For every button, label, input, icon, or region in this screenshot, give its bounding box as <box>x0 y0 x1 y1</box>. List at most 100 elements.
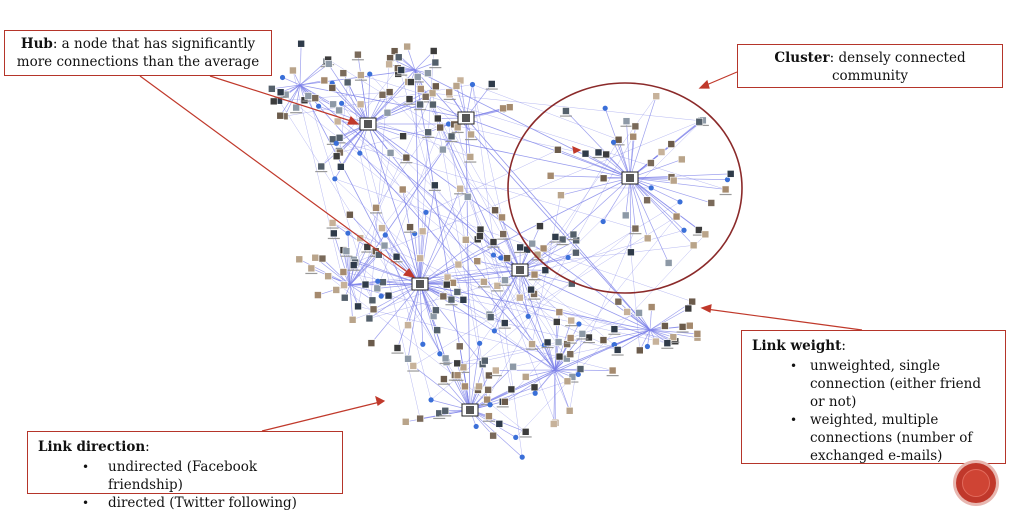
network-edge-299 <box>614 328 651 331</box>
network-node-212 <box>516 243 524 252</box>
network-node-label-178 <box>451 131 464 134</box>
network-node-278 <box>576 365 585 373</box>
network-node-103 <box>530 270 539 279</box>
network-node-334 <box>292 103 300 112</box>
network-node-331 <box>329 100 337 109</box>
network-edge-408 <box>533 293 668 344</box>
page-badge-inner <box>962 469 990 497</box>
network-node-70 <box>610 139 617 145</box>
network-edge-364 <box>630 252 641 351</box>
network-node-label-388 <box>667 341 680 343</box>
network-edge-331 <box>299 84 467 119</box>
link-weight-item-2: weighted, multiple connections (number o… <box>810 412 973 464</box>
network-edge-432 <box>384 245 568 382</box>
network-node-66 <box>594 148 603 157</box>
network-edge-358 <box>434 185 529 317</box>
network-node-86 <box>599 174 608 183</box>
network-node-label-329 <box>302 100 315 102</box>
network-node-label-42 <box>403 103 416 105</box>
network-node-label-200 <box>531 259 544 261</box>
network-edge-425 <box>448 123 488 400</box>
network-node-58 <box>557 191 565 199</box>
network-node-74 <box>672 212 681 221</box>
cluster-term: Cluster <box>774 50 830 66</box>
network-node-267 <box>568 373 577 381</box>
network-edge-313 <box>649 308 689 331</box>
hub-arrow-mid-head <box>402 267 416 278</box>
network-node-384 <box>685 321 694 330</box>
network-node-4 <box>332 176 338 182</box>
network-edge-227 <box>495 369 556 371</box>
network-node-356 <box>311 253 320 262</box>
network-edge-246 <box>406 46 416 71</box>
network-node-label-335 <box>290 112 303 114</box>
network-node-370 <box>354 302 362 311</box>
network-edge-355 <box>588 228 636 338</box>
network-node-255 <box>409 362 418 370</box>
network-node-label-246 <box>433 417 446 420</box>
network-node-294 <box>543 338 552 347</box>
network-edge-319 <box>367 123 556 371</box>
network-node-341 <box>324 60 333 68</box>
network-edge-98 <box>384 234 421 285</box>
network-node-187 <box>473 257 482 265</box>
list-item: •undirected (Facebook friendship) <box>38 458 332 494</box>
network-node-372 <box>384 291 393 300</box>
network-node-55 <box>643 196 651 205</box>
network-node-label-31 <box>333 142 346 144</box>
network-node-label-136 <box>326 227 339 229</box>
network-node-151 <box>437 351 443 357</box>
network-edge-420 <box>332 222 618 351</box>
network-edge-309 <box>647 329 651 347</box>
network-node-label-263 <box>437 383 450 385</box>
network-node-376 <box>636 346 644 355</box>
network-edge-339 <box>414 69 471 411</box>
network-node-363 <box>318 254 327 263</box>
network-node-75 <box>724 177 731 183</box>
network-node-398 <box>661 322 669 330</box>
network-node-180 <box>452 82 461 90</box>
network-node-352 <box>295 255 304 264</box>
network-node-390 <box>663 339 672 347</box>
network-node-122 <box>382 232 388 238</box>
network-edge-431 <box>278 100 456 376</box>
network-node-93 <box>627 248 635 257</box>
network-node-label-104 <box>528 279 541 281</box>
network-node-339 <box>297 39 305 48</box>
network-node-299 <box>566 334 575 342</box>
network-node-129 <box>423 209 429 215</box>
network-node-286 <box>549 420 558 428</box>
network-node-label-256 <box>407 370 420 372</box>
network-node-379 <box>610 325 619 333</box>
network-node-172 <box>456 76 465 85</box>
network-edge-333 <box>465 117 651 331</box>
network-edge-391 <box>534 216 677 394</box>
cluster-arrow <box>703 71 738 87</box>
network-node-123 <box>500 319 509 327</box>
network-node-label-3 <box>354 79 367 81</box>
network-node-397 <box>684 304 693 313</box>
network-node-272 <box>608 366 617 375</box>
link-weight-list: •unweighted, single connection (either f… <box>752 357 995 465</box>
bullet-icon: • <box>82 460 90 474</box>
network-edge-386 <box>273 91 390 102</box>
network-node-38 <box>332 152 341 161</box>
network-node-85 <box>602 105 608 111</box>
network-node-label-108 <box>390 261 403 263</box>
network-edge-376 <box>527 316 570 411</box>
link-weight-callout: Link weight: •unweighted, single connect… <box>741 330 1006 464</box>
network-edge-367 <box>327 275 526 433</box>
callout-arrows <box>139 71 863 432</box>
network-node-344 <box>368 296 377 305</box>
cluster-definition: : densely connected community <box>829 50 966 84</box>
network-node-94 <box>667 140 676 148</box>
network-node-400 <box>678 323 687 331</box>
network-node-13 <box>402 153 411 162</box>
network-node-label-268 <box>566 381 579 383</box>
network-node-label-189 <box>549 241 562 243</box>
network-edge-354 <box>430 228 636 401</box>
network-edge-379 <box>394 51 464 300</box>
network-node-40 <box>339 100 345 106</box>
network-edge-36 <box>629 159 682 179</box>
network-node-196 <box>569 230 578 239</box>
